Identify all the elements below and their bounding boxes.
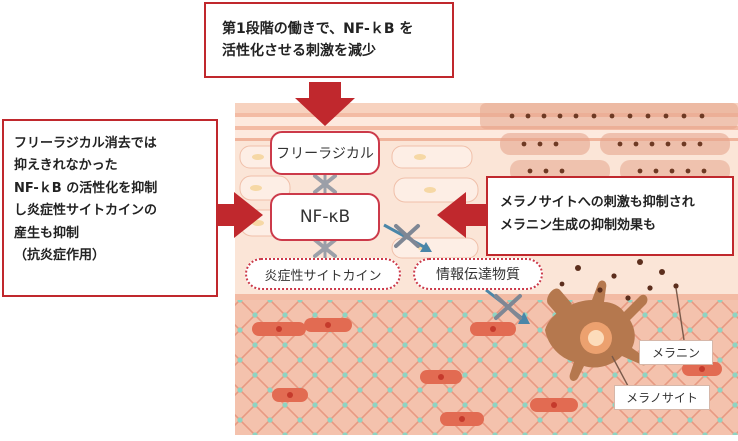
callout-left-line: フリーラジカル消去では: [14, 136, 157, 151]
callout-left-line: 抑えきれなかった: [14, 158, 118, 174]
arrow-icon: [295, 82, 355, 126]
callout-left-line: NF-ｋB の活性化を抑制: [14, 180, 158, 196]
label-melanin: メラニン: [639, 340, 713, 365]
arrow-icon: [437, 192, 486, 238]
node-free-radical: フリーラジカル: [270, 131, 380, 175]
callout-left-line: （抗炎症作用）: [14, 248, 106, 264]
callout-top: 第1段階の働きで、NF-ｋB を 活性化させる刺激を減少: [204, 2, 454, 78]
callout-left-line: 産生も抑制: [14, 225, 80, 241]
node-nfkb: NF-κB: [270, 193, 380, 241]
callout-left-line: し炎症性サイトカインの: [14, 203, 158, 219]
cross-icon: [313, 238, 337, 258]
cross-icon: [494, 294, 522, 320]
callout-right: メラノサイトへの刺激も抑制され メラニン生成の抑制効果も: [486, 176, 734, 256]
label-melanocyte: メラノサイト: [614, 385, 710, 410]
melanocyte-cell: [545, 280, 648, 381]
callout-right-line: メラニン生成の抑制効果も: [500, 218, 657, 233]
callout-left: フリーラジカル消去では 抑えきれなかった NF-ｋB の活性化を抑制 し炎症性サ…: [2, 119, 218, 297]
node-inflammatory-cytokine: 炎症性サイトカイン: [245, 258, 401, 290]
cross-icon: [394, 224, 420, 248]
callout-top-line: 活性化させる刺激を減少: [222, 43, 376, 59]
arrow-icon: [218, 192, 263, 238]
melanin-granules: [559, 259, 679, 301]
callout-top-line: 第1段階の働きで、NF-ｋB を: [222, 21, 414, 37]
callout-right-line: メラノサイトへの刺激も抑制され: [500, 195, 695, 210]
cross-icon: [313, 174, 337, 194]
node-messenger: 情報伝達物質: [413, 258, 543, 290]
